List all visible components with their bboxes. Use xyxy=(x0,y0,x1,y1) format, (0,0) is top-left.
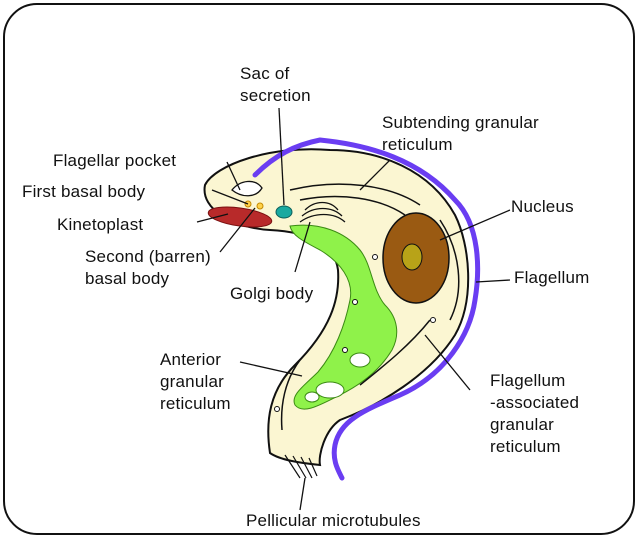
flagellum-label: Flagellum xyxy=(514,267,590,289)
kinetoplast-label: Kinetoplast xyxy=(57,214,143,236)
flagellar-pocket-label: Flagellar pocket xyxy=(53,150,176,172)
anterior-reticulum-label: Anterior granular reticulum xyxy=(160,349,231,415)
pellicular-microtubules-label: Pellicular microtubules xyxy=(246,510,421,532)
second-basal-body-label: Second (barren) basal body xyxy=(85,246,211,290)
sac-of-secretion xyxy=(276,206,292,218)
subtending-reticulum-label: Subtending granular reticulum xyxy=(382,112,539,156)
first-basal-body-label: First basal body xyxy=(22,181,145,203)
nucleus-label: Nucleus xyxy=(511,196,574,218)
golgi-body-label: Golgi body xyxy=(230,283,313,305)
flagellum-reticulum-label: Flagellum -associated granular reticulum xyxy=(490,370,579,458)
nucleolus xyxy=(402,244,422,270)
sac-of-secretion-label: Sac of secretion xyxy=(240,63,311,107)
